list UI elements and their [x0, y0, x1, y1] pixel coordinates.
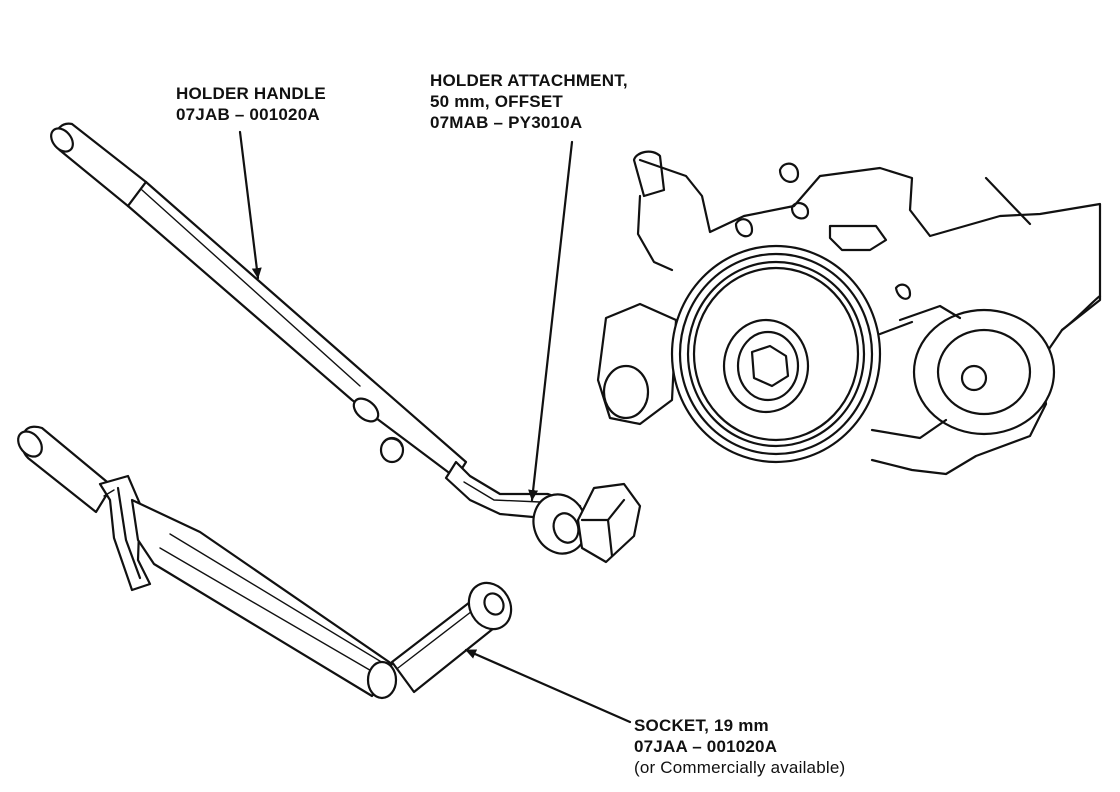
socket-leader-arrow [464, 648, 632, 724]
holder-handle-name: HOLDER HANDLE [176, 84, 326, 103]
holder-attachment-leader-arrow [528, 140, 574, 502]
holder-attachment-part-number: 07MAB – PY3010A [430, 113, 583, 132]
engine-left-housing [596, 302, 678, 426]
crankshaft-bolt-hex [750, 344, 790, 388]
holder-handle-tool [50, 122, 642, 564]
socket-cup [467, 581, 513, 631]
socket-label: SOCKET, 19 mm 07JAA – 001020A (or Commer… [634, 715, 845, 778]
engine-block-outline [638, 158, 1102, 476]
holder-attachment-size: 50 mm, OFFSET [430, 92, 563, 111]
socket-name: SOCKET, 19 mm [634, 716, 769, 735]
socket-part-number: 07JAA – 001020A [634, 737, 778, 756]
socket-handle-bar [130, 498, 394, 698]
engine-pulley-assembly [596, 150, 1102, 476]
holder-attachment-name: HOLDER ATTACHMENT, [430, 71, 628, 90]
holder-handle-label: HOLDER HANDLE 07JAB – 001020A [176, 83, 326, 125]
socket-availability-note: (or Commercially available) [634, 758, 846, 777]
holder-handle-leader-arrow [238, 130, 262, 280]
holder-attachment-label: HOLDER ATTACHMENT, 50 mm, OFFSET 07MAB –… [430, 70, 628, 133]
socket-handle-tool [17, 425, 513, 700]
holder-handle-part-number: 07JAB – 001020A [176, 105, 320, 124]
